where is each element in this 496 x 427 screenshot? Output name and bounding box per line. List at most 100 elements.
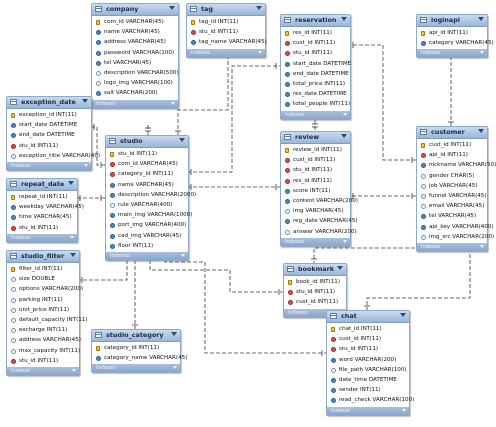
expand-arrow-icon[interactable] — [480, 244, 484, 248]
collapse-arrow-icon[interactable] — [341, 17, 347, 21]
table-header[interactable]: studio_category — [92, 330, 180, 342]
column-row[interactable]: category_id INT(11) — [106, 169, 188, 179]
column-row[interactable]: funnel VARCHAR(45) — [417, 191, 487, 201]
column-row[interactable]: com_id VARCHAR(45) — [106, 159, 188, 169]
column-row[interactable]: tel VARCHAR(45) — [417, 211, 487, 221]
column-row[interactable]: api_id INT(11) — [417, 150, 487, 160]
column-row[interactable]: sender INT(11) — [327, 385, 409, 395]
indexes-section[interactable]: Indexes — [417, 49, 487, 58]
expand-arrow-icon[interactable] — [171, 101, 175, 105]
column-row[interactable]: category_id INT(11) — [92, 343, 180, 353]
table-header[interactable]: customer — [417, 127, 487, 139]
column-row[interactable]: date_time DATETIME — [327, 375, 409, 385]
column-row[interactable]: exception_title VARCHAR(40) — [7, 151, 100, 161]
table-header[interactable]: chat — [327, 311, 409, 323]
column-row[interactable]: stu_id INT(11) — [7, 223, 77, 233]
expand-arrow-icon[interactable] — [258, 50, 262, 54]
column-row[interactable]: tag_id INT(11) — [187, 17, 265, 27]
column-row[interactable]: job VARCHAR(45) — [417, 181, 487, 191]
column-row[interactable]: stu_id INT(11) — [7, 141, 91, 151]
expand-arrow-icon[interactable] — [70, 235, 74, 239]
column-row[interactable]: address VARCHAR(45) — [92, 37, 178, 47]
indexes-section[interactable]: Indexes — [417, 242, 487, 251]
collapse-arrow-icon[interactable] — [478, 17, 484, 21]
column-row[interactable]: logo_img VARCHAR(100) — [92, 78, 178, 88]
column-row[interactable]: main_img VARCHAR(1000) — [106, 210, 192, 220]
column-row[interactable]: exception_id INT(11) — [7, 110, 91, 120]
collapse-arrow-icon[interactable] — [400, 313, 406, 317]
collapse-arrow-icon[interactable] — [179, 138, 185, 142]
column-row[interactable]: category VARCHAR(45) — [417, 38, 494, 48]
column-row[interactable]: start_date DATETIME — [7, 120, 91, 130]
column-row[interactable]: res_date DATETIME — [281, 89, 350, 99]
column-row[interactable]: parking INT(11) — [7, 295, 79, 305]
column-row[interactable]: nickname VARCHAR(50) — [417, 160, 496, 170]
column-row[interactable]: score INT(11) — [281, 186, 350, 196]
column-row[interactable]: stu_id INT(11) — [187, 27, 265, 37]
column-row[interactable]: stu_id INT(11) — [7, 356, 79, 366]
column-row[interactable]: chat_id INT(11) — [327, 324, 409, 334]
column-row[interactable]: cad_img VARCHAR(45) — [106, 231, 188, 241]
column-row[interactable]: reg_date VARCHAR(45) — [281, 216, 358, 226]
table-header[interactable]: reservation — [281, 15, 350, 27]
column-row[interactable]: time VARCHAR(45) — [7, 212, 77, 222]
collapse-arrow-icon[interactable] — [82, 99, 88, 103]
column-row[interactable]: answer VARCHAR(200) — [281, 227, 357, 237]
column-row[interactable]: name VARCHAR(45) — [106, 180, 188, 190]
column-row[interactable]: com_id VARCHAR(45) — [92, 17, 178, 27]
column-row[interactable]: cust_id INT(11) — [281, 155, 350, 165]
table-header[interactable]: review — [281, 132, 350, 144]
column-row[interactable]: name VARCHAR(45) — [92, 27, 178, 37]
relationship-studio-tag[interactable] — [177, 46, 229, 135]
collapse-arrow-icon[interactable] — [70, 253, 76, 257]
column-row[interactable]: cust_id INT(11) — [281, 38, 350, 48]
column-row[interactable]: excharge INT(11) — [7, 325, 79, 335]
table-header[interactable]: studio_filter — [7, 251, 79, 263]
table-header[interactable]: loginapi — [417, 15, 487, 27]
column-row[interactable]: review_id INT(11) — [281, 145, 350, 155]
column-row[interactable]: stu_id INT(11) — [106, 149, 188, 159]
indexes-section[interactable]: Indexes — [106, 251, 188, 260]
column-row[interactable]: email VARCHAR(45) — [417, 201, 487, 211]
column-row[interactable]: res_id INT(11) — [281, 176, 350, 186]
expand-arrow-icon[interactable] — [72, 368, 76, 372]
table-header[interactable]: company — [92, 4, 178, 16]
collapse-arrow-icon[interactable] — [341, 134, 347, 138]
column-row[interactable]: floor INT(11) — [106, 241, 188, 251]
column-row[interactable]: end_date DATETIME — [7, 130, 91, 140]
collapse-arrow-icon[interactable] — [169, 6, 175, 10]
column-row[interactable]: res_id INT(11) — [281, 28, 350, 38]
column-row[interactable]: total_people INT(11) — [281, 99, 350, 109]
column-row[interactable]: repeat_id INT(11) — [7, 192, 77, 202]
expand-arrow-icon[interactable] — [181, 253, 185, 257]
table-header[interactable]: exception_date — [7, 97, 91, 109]
column-row[interactable]: cust_id INT(11) — [417, 140, 487, 150]
collapse-arrow-icon[interactable] — [337, 266, 343, 270]
indexes-section[interactable]: Indexes — [92, 364, 180, 373]
table-header[interactable]: repeat_date — [7, 179, 77, 191]
column-row[interactable]: gender CHAR(5) — [417, 171, 487, 181]
indexes-section[interactable]: Indexes — [281, 110, 350, 119]
column-row[interactable]: cust_id INT(11) — [327, 334, 409, 344]
column-row[interactable]: api_id INT(11) — [417, 28, 487, 38]
collapse-arrow-icon[interactable] — [171, 332, 177, 336]
column-row[interactable]: stu_id INT(11) — [284, 287, 346, 297]
column-row[interactable]: address VARCHAR(45) — [7, 335, 81, 345]
column-row[interactable]: api_key VARCHAR(400) — [417, 222, 494, 232]
column-row[interactable]: img_src VARCHAR(200) — [417, 232, 494, 242]
column-row[interactable]: tel VARCHAR(45) — [92, 58, 178, 68]
column-row[interactable]: tag_name VARCHAR(45) — [187, 37, 267, 47]
column-row[interactable]: stu_id INT(11) — [327, 344, 409, 354]
table-header[interactable]: bookmark — [284, 264, 346, 276]
column-row[interactable]: category_name VARCHAR(45) — [92, 353, 187, 363]
column-row[interactable]: salt VARCHAR(200) — [92, 88, 178, 98]
